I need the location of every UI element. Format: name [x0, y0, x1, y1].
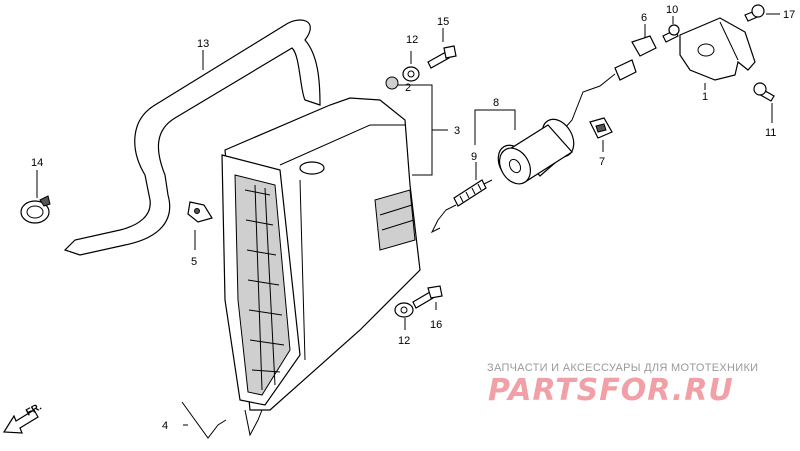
air-box-housing-part-3 — [221, 97, 421, 437]
callout-16: 16 — [430, 319, 442, 331]
bolt-part-11 — [753, 82, 775, 102]
leader-lines — [36, 13, 780, 426]
washer-part-12-top — [402, 66, 420, 82]
front-arrow-icon — [2, 409, 39, 434]
callout-labels: 13 14 5 4 12 15 2 3 12 16 8 9 6 10 17 1 … — [31, 4, 795, 432]
callout-14: 14 — [31, 157, 43, 169]
callout-15: 15 — [437, 16, 449, 28]
watermark-brand: PARTSFOR.RU — [488, 373, 734, 408]
callout-3: 3 — [454, 125, 460, 137]
hose-part-13 — [63, 19, 321, 256]
front-label: FR. — [24, 401, 44, 418]
bolt-part-16 — [412, 285, 443, 309]
connector-assembly — [564, 59, 637, 129]
bolt-part-17 — [744, 4, 765, 22]
watermark-subtitle: ЗАПЧАСТИ И АКСЕССУАРЫ ДЛЯ МОТОТЕХНИКИ — [487, 362, 758, 374]
callout-12-top: 12 — [406, 34, 418, 46]
clip-part-7 — [589, 117, 613, 139]
watermark: ЗАПЧАСТИ И АКСЕССУАРЫ ДЛЯ МОТОТЕХНИКИ PA… — [487, 362, 758, 408]
callout-6: 6 — [641, 12, 647, 24]
callout-9: 9 — [471, 151, 477, 163]
callout-17: 17 — [783, 9, 795, 21]
rod-part-4 — [181, 401, 227, 439]
callout-10: 10 — [666, 4, 678, 16]
callout-11: 11 — [765, 127, 776, 139]
canister-part-8 — [497, 118, 575, 185]
callout-7: 7 — [599, 156, 605, 168]
callout-5: 5 — [191, 256, 197, 268]
callout-8: 8 — [493, 97, 499, 109]
callout-2: 2 — [405, 82, 411, 94]
callout-12-bottom: 12 — [398, 335, 410, 347]
clip-part-5 — [187, 201, 213, 223]
spring-part-9 — [430, 179, 493, 234]
callout-4: 4 — [162, 420, 168, 432]
bolt-part-15 — [427, 45, 457, 69]
front-direction-indicator: FR. — [2, 401, 44, 434]
connector-part-6 — [631, 35, 657, 57]
callout-1: 1 — [702, 91, 708, 103]
bolt-part-10 — [662, 24, 680, 43]
hose-clamp-part-14 — [20, 195, 51, 224]
callout-13: 13 — [197, 38, 209, 50]
bracket-part-1 — [679, 17, 756, 81]
collar-part-2 — [385, 76, 399, 90]
washer-part-12-bottom — [394, 302, 414, 318]
